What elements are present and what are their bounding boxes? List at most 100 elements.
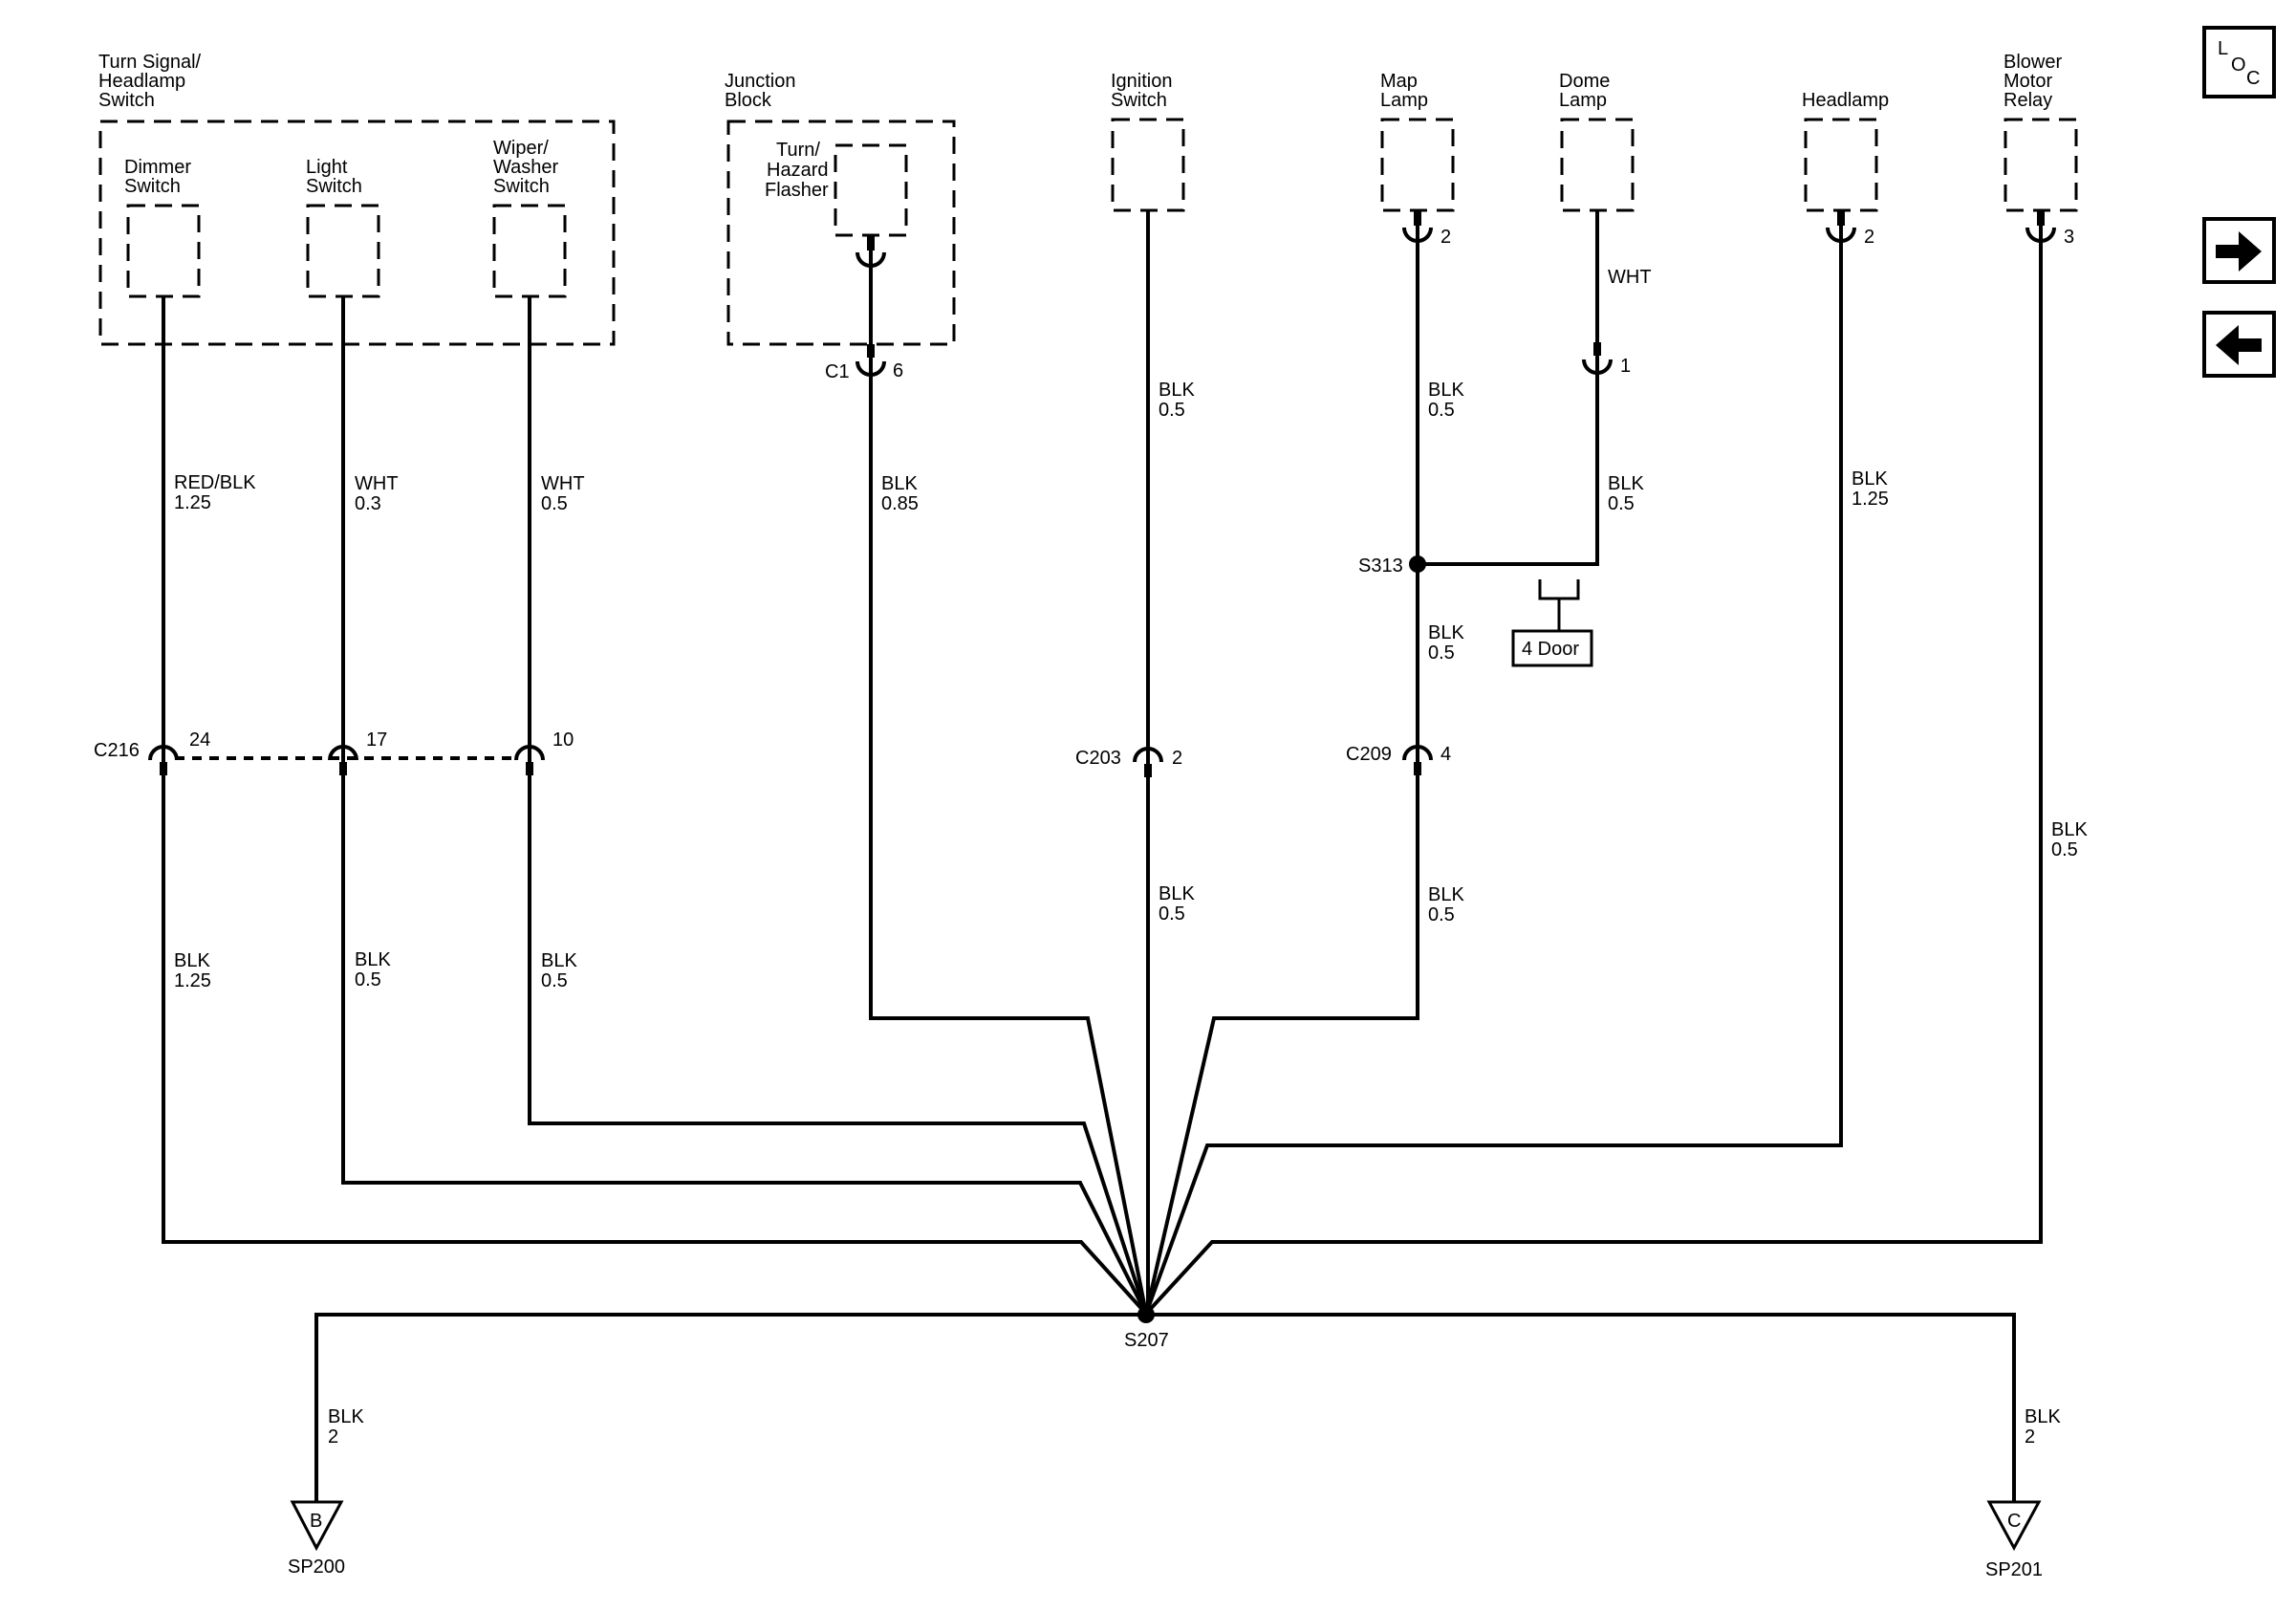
light-switch: Light Switch bbox=[306, 157, 380, 298]
next-button[interactable] bbox=[2202, 217, 2276, 284]
wire-label-sp200-size: 2 bbox=[328, 1426, 338, 1448]
ground-sp200-label: SP200 bbox=[288, 1557, 345, 1578]
map-pin-icon bbox=[1402, 227, 1433, 243]
dome-lamp: Dome Lamp bbox=[1559, 71, 1635, 212]
wire-dome-lamp bbox=[1418, 210, 1599, 566]
wire-label-wiper-lower-size: 0.5 bbox=[541, 970, 568, 991]
c216-pin-17-tab bbox=[339, 762, 347, 775]
c216-pin-17-icon bbox=[328, 745, 358, 761]
wire-label-sp200-color: BLK bbox=[328, 1406, 364, 1427]
wire-label-ignition-upper-size: 0.5 bbox=[1159, 400, 1185, 421]
ignition-label-1: Ignition bbox=[1111, 71, 1173, 92]
ground-triangle-icon bbox=[290, 1500, 344, 1552]
wire-label-flasher-size: 0.85 bbox=[881, 493, 919, 514]
flasher-pin-tab bbox=[867, 235, 875, 250]
wire-label-flasher-color: BLK bbox=[881, 473, 918, 494]
wire-headlamp bbox=[1144, 210, 1843, 1315]
blower-pin-icon bbox=[2025, 227, 2056, 243]
light-label-1: Light bbox=[306, 157, 348, 178]
dome-pin-icon bbox=[1582, 359, 1613, 375]
map-pin-tab bbox=[1414, 210, 1421, 226]
prev-button[interactable] bbox=[2202, 311, 2276, 378]
headlamp: Headlamp bbox=[1802, 90, 1889, 212]
c216-pin-10-icon bbox=[514, 745, 545, 761]
ground-sp201: C SP201 bbox=[1985, 1500, 2043, 1580]
blower-motor-relay: Blower Motor Relay bbox=[2004, 52, 2078, 212]
turn-signal-label-1: Turn Signal/ bbox=[98, 52, 202, 73]
wire-label-dimmer-upper-size: 1.25 bbox=[174, 492, 211, 513]
wire-label-light-upper-size: 0.3 bbox=[355, 493, 381, 514]
turn-hazard-flasher: Turn/ Hazard Flasher bbox=[765, 140, 908, 237]
flasher-pin-icon bbox=[856, 251, 886, 268]
c1-label: C1 bbox=[825, 361, 850, 382]
blower-pin-tab bbox=[2037, 210, 2045, 226]
c216-pin-24-tab bbox=[160, 762, 167, 775]
c1-pin-tab bbox=[867, 344, 875, 358]
blower-label-2: Motor bbox=[2004, 71, 2052, 92]
wire-label-c209-lower-color: BLK bbox=[1428, 884, 1464, 905]
dimmer-label-2: Switch bbox=[124, 176, 181, 197]
map-lamp-label-1: Map bbox=[1380, 71, 1418, 92]
wire-label-ignition-upper-color: BLK bbox=[1159, 380, 1195, 401]
junction-block: Junction Block bbox=[725, 71, 956, 346]
wire-blower bbox=[1144, 210, 2043, 1316]
ground-sp200-letter: B bbox=[310, 1511, 322, 1532]
arrow-right-icon bbox=[2216, 231, 2262, 272]
wire-ground-bus bbox=[314, 1313, 2016, 1502]
wire-label-s313-lower-color: BLK bbox=[1428, 622, 1464, 643]
connector-terminals bbox=[148, 210, 2056, 777]
wire-label-headlamp-size: 1.25 bbox=[1852, 489, 1889, 510]
dome-pin-label: 1 bbox=[1620, 356, 1631, 377]
map-lamp: Map Lamp bbox=[1380, 71, 1455, 212]
wire-label-dimmer-lower-size: 1.25 bbox=[174, 970, 211, 991]
c216-pin-24: 24 bbox=[189, 729, 210, 751]
wire-flasher bbox=[869, 235, 1148, 1315]
wire-label-light-lower-size: 0.5 bbox=[355, 969, 381, 991]
turn-signal-headlamp-switch: Turn Signal/ Headlamp Switch bbox=[98, 52, 616, 346]
flasher-label-1: Turn/ bbox=[776, 140, 820, 161]
wire-label-light-upper-color: WHT bbox=[355, 473, 399, 494]
blower-label-1: Blower bbox=[2004, 52, 2062, 73]
wire-label-map-upper-color: BLK bbox=[1428, 380, 1464, 401]
turn-signal-label-2: Headlamp bbox=[98, 71, 185, 92]
dome-lamp-label-1: Dome bbox=[1559, 71, 1610, 92]
wire-label-sp201-size: 2 bbox=[2025, 1426, 2035, 1448]
wire-label-map-upper-size: 0.5 bbox=[1428, 400, 1455, 421]
wire-label-dome-lower-size: 0.5 bbox=[1608, 493, 1635, 514]
wire-label-blower-size: 0.5 bbox=[2051, 839, 2078, 860]
wire-label-dome-upper-color: WHT bbox=[1608, 267, 1652, 288]
wire-label-ignition-lower-color: BLK bbox=[1159, 883, 1195, 904]
wire-label-ignition-lower-size: 0.5 bbox=[1159, 903, 1185, 925]
ground-sp201-label: SP201 bbox=[1985, 1559, 2043, 1580]
wire-label-wiper-upper-size: 0.5 bbox=[541, 493, 568, 514]
arrow-left-icon bbox=[2216, 325, 2262, 365]
flasher-label-2: Hazard bbox=[767, 160, 828, 181]
wire-label-dimmer-lower-color: BLK bbox=[174, 950, 210, 971]
four-door-label: 4 Door bbox=[1522, 639, 1579, 660]
wiper-label-1: Wiper/ bbox=[493, 138, 549, 159]
wiper-label-3: Switch bbox=[493, 176, 550, 197]
c209-pin-tab bbox=[1414, 762, 1421, 775]
ground-sp200: B SP200 bbox=[288, 1500, 345, 1578]
dimmer-switch: Dimmer Switch bbox=[124, 157, 201, 298]
c209-pin-icon bbox=[1402, 745, 1433, 761]
four-door-option: 4 Door bbox=[1511, 579, 1593, 667]
dome-lamp-label-2: Lamp bbox=[1559, 90, 1607, 111]
map-pin-label: 2 bbox=[1440, 227, 1451, 248]
headlamp-pin-label: 2 bbox=[1864, 227, 1874, 248]
dome-pin-tab bbox=[1593, 342, 1601, 356]
splice-s313-label: S313 bbox=[1358, 555, 1403, 577]
junction-label-1: Junction bbox=[725, 71, 796, 92]
wire-label-c209-lower-size: 0.5 bbox=[1428, 904, 1455, 925]
c203-pin-label: 2 bbox=[1172, 748, 1182, 769]
blower-pin-label: 3 bbox=[2064, 227, 2074, 248]
loc-letter-l: L bbox=[2218, 38, 2228, 59]
turn-signal-label-3: Switch bbox=[98, 90, 155, 111]
wire-wiper bbox=[528, 296, 1148, 1315]
ignition-switch: Ignition Switch bbox=[1111, 71, 1185, 212]
c203-pin-icon bbox=[1133, 747, 1163, 763]
wiper-label-2: Washer bbox=[493, 157, 559, 178]
c209-pin-label: 4 bbox=[1440, 744, 1451, 765]
loc-button[interactable]: L O C bbox=[2202, 26, 2276, 98]
